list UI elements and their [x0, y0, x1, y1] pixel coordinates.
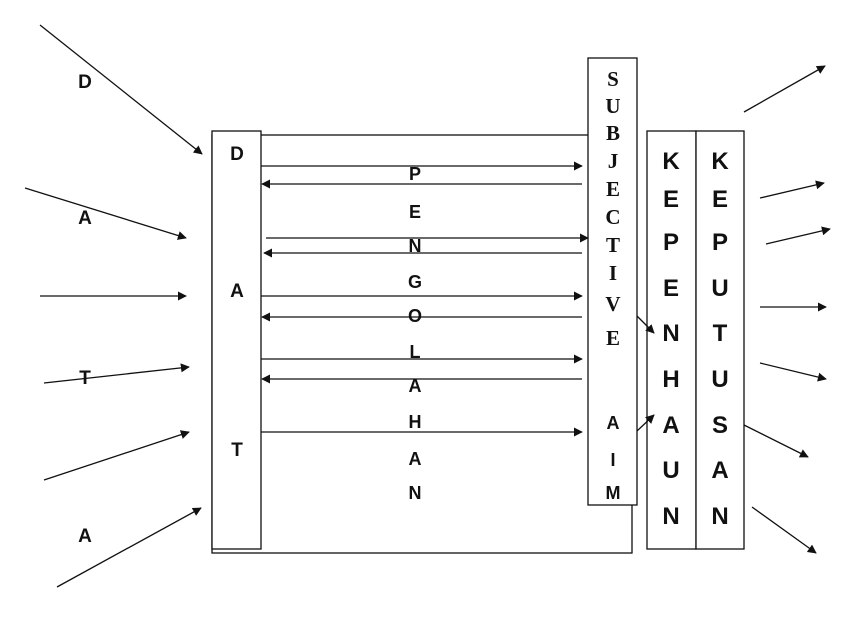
data-box-letter: T: [231, 440, 243, 461]
pengolahan-letter: O: [408, 306, 422, 326]
outgoing-arrow: [759, 180, 825, 199]
incoming-arrow: [24, 187, 187, 240]
subjective-letter: E: [606, 326, 620, 350]
outer-data-letter: D: [78, 72, 92, 93]
to-kepenhaun-arrow: [636, 315, 655, 334]
processing-arrows: [261, 161, 655, 437]
subjective-letter: J: [608, 149, 619, 173]
data-box: [211, 130, 262, 550]
keputusan-letter: P: [712, 229, 728, 256]
keputusan-box: [695, 130, 745, 550]
pengolahan-letter: E: [409, 202, 421, 222]
incoming-arrow: [39, 24, 203, 155]
subjective-letter: I: [609, 261, 617, 285]
to-kepenhaun-arrow: [636, 414, 655, 432]
keputusan-letter: U: [711, 366, 728, 393]
keputusan-letter: E: [712, 186, 728, 213]
incoming-arrow: [43, 430, 190, 481]
subjective-letter: B: [606, 121, 620, 145]
aim-letter: M: [606, 483, 621, 503]
pengolahan-letter: A: [409, 376, 422, 396]
pengolahan-letter: L: [410, 342, 421, 362]
kepenhaun-letter: P: [663, 229, 679, 256]
outer-data-letter: A: [78, 526, 92, 547]
kepenhaun-letter: H: [662, 366, 679, 393]
outgoing-arrow: [759, 362, 827, 382]
letters-layer: DATADATPENGOLAHANSUBJECTIVEAIMKEPENHAUNK…: [78, 67, 729, 547]
keputusan-letter: A: [711, 457, 728, 484]
subjective-letter: C: [605, 205, 620, 229]
kepenhaun-letter: E: [663, 275, 679, 302]
subjective-aim-box: [587, 57, 638, 506]
kepenhaun-letter: A: [662, 412, 679, 439]
incoming-arrows: [24, 24, 203, 588]
kepenhaun-letter: K: [662, 148, 680, 175]
keputusan-letter: S: [712, 412, 728, 439]
data-box-letter: A: [230, 281, 244, 302]
pengolahan-letter: N: [409, 483, 422, 503]
outer-data-letter: A: [78, 208, 92, 229]
process-frame: [211, 134, 633, 554]
aim-letter: I: [610, 450, 615, 470]
outgoing-arrow: [751, 506, 817, 554]
subjective-letter: S: [607, 67, 619, 91]
outgoing-arrow: [765, 226, 831, 245]
aim-letter: A: [607, 413, 620, 433]
outer-data-letter: T: [79, 368, 91, 389]
incoming-arrow: [43, 363, 190, 384]
pengolahan-letter: P: [409, 164, 421, 184]
subjective-letter: T: [606, 233, 620, 257]
kepenhaun-letter: E: [663, 186, 679, 213]
subjective-letter: E: [606, 177, 620, 201]
keputusan-letter: T: [713, 320, 728, 347]
data-box-letter: D: [230, 144, 244, 165]
outgoing-arrows: [743, 65, 831, 554]
outgoing-arrow: [743, 424, 809, 458]
subjective-letter: V: [605, 292, 620, 316]
pengolahan-letter: G: [408, 272, 422, 292]
pengolahan-letter: H: [409, 412, 422, 432]
pengolahan-letter: N: [409, 236, 422, 256]
pengolahan-letter: A: [409, 449, 422, 469]
outgoing-arrow: [743, 65, 826, 113]
keputusan-letter: K: [711, 148, 729, 175]
keputusan-letter: N: [711, 503, 728, 530]
kepenhaun-box: [646, 130, 697, 550]
keputusan-letter: U: [711, 275, 728, 302]
kepenhaun-letter: N: [662, 320, 679, 347]
kepenhaun-letter: N: [662, 503, 679, 530]
kepenhaun-letter: U: [662, 457, 679, 484]
incoming-arrow: [56, 507, 202, 588]
subjective-letter: U: [605, 94, 620, 118]
